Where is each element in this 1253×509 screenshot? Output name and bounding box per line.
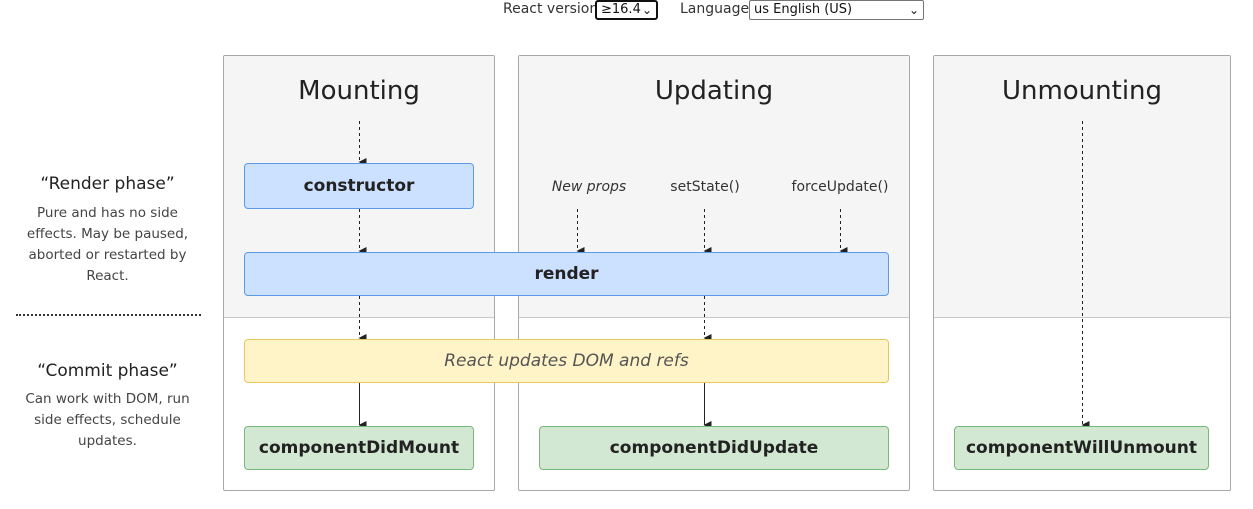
react-version-select[interactable]: ≥16.4 ⌄ [595,0,658,20]
constructor-box: constructor [244,163,474,209]
language-label: Language [680,1,750,17]
chevron-down-icon: ⌄ [908,3,919,17]
chevron-down-icon: ⌄ [641,3,652,17]
render-phase-description: Pure and has no side effects. May be pau… [26,205,189,284]
mounting-title: Mounting [298,76,420,106]
updating-title: Updating [654,76,774,106]
component-will-unmount-box: componentWillUnmount [954,426,1209,470]
component-did-mount-box: componentDidMount [244,426,474,470]
language-value: us English (US) [754,2,853,17]
component-did-update-box: componentDidUpdate [539,426,889,470]
new-props-trigger: New props [551,179,627,195]
unmounting-title: Unmounting [1001,76,1163,106]
set-state-trigger: setState() [670,179,740,195]
render-phase-title: “Render phase” [40,174,175,194]
react-version-value: ≥16.4 [601,2,641,17]
react-version-label: React version [503,1,599,17]
commit-phase-title: “Commit phase” [37,361,178,381]
render-box: render [244,252,889,296]
force-update-trigger: forceUpdate() [791,179,889,195]
language-select[interactable]: us English (US) ⌄ [749,0,924,20]
dom-update-box: React updates DOM and refs [244,339,889,383]
unmounting-column: Unmounting [933,55,1231,491]
phase-divider [16,314,201,316]
commit-phase-description: Can work with DOM, run side effects, sch… [25,391,190,449]
